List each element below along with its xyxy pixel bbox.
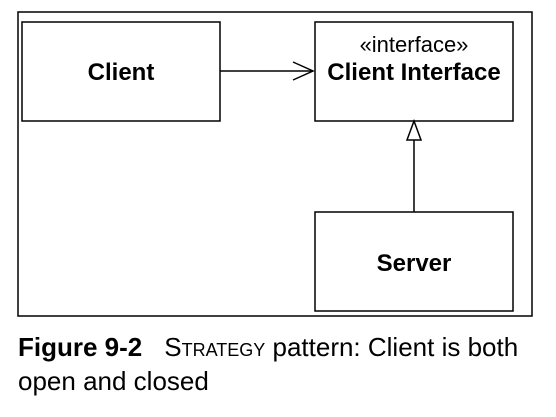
client-class-name: Client	[88, 59, 155, 86]
client-interface-class-box	[314, 21, 514, 122]
diagram-frame	[17, 11, 533, 317]
server-class-name: Server	[377, 250, 452, 277]
figure-caption: Figure 9-2 Strategy pattern: Client is bo…	[18, 330, 548, 398]
client-interface-class: «interface» Client Interface	[314, 21, 514, 122]
client-class: Client	[21, 21, 221, 122]
hollow-triangle-arrowhead-icon	[405, 118, 423, 141]
figure-label: Figure 9-2	[18, 332, 143, 362]
interface-stereotype: «interface»	[360, 32, 469, 57]
client-class-box	[21, 21, 221, 122]
pattern-name: Strategy	[164, 332, 266, 362]
association-arrow	[220, 61, 315, 81]
realization-arrow	[405, 118, 423, 212]
open-arrowhead-icon	[292, 61, 315, 81]
caption-text: pattern: Client is both open and closed	[18, 332, 519, 396]
server-class: Server	[314, 211, 514, 312]
client-interface-class-name: Client Interface	[327, 59, 500, 86]
uml-diagram: Client «interface» Client Interface Serv…	[17, 11, 533, 317]
